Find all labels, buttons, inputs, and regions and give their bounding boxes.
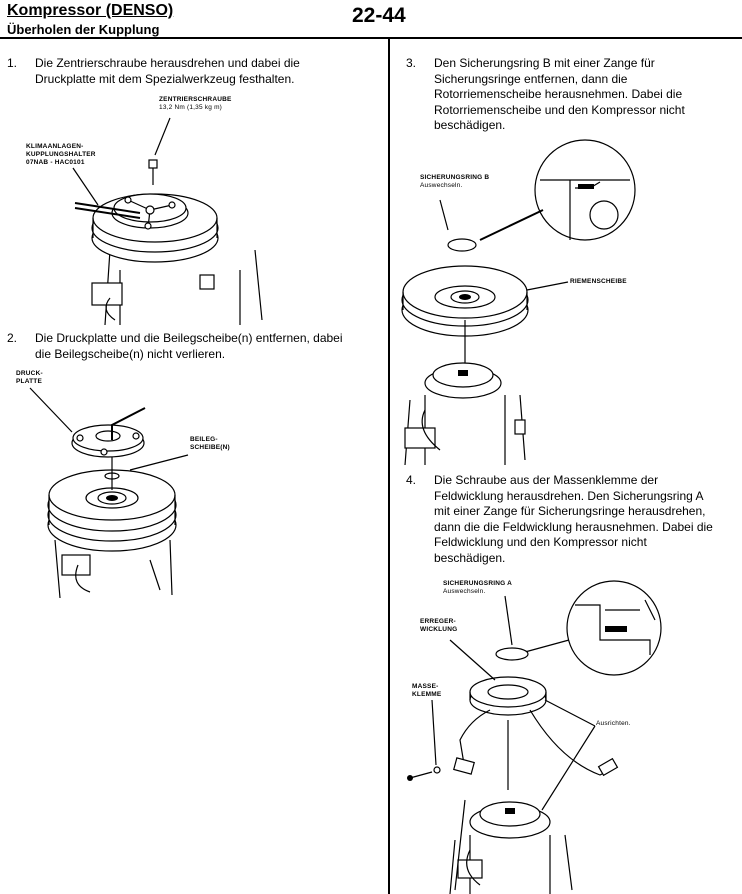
section-title: Kompressor (DENSO)	[7, 2, 174, 19]
step-number: 4.	[406, 473, 417, 487]
step-3: 3. Den Sicherungsring B mit einer Zange …	[406, 56, 736, 136]
column-divider	[388, 39, 390, 894]
label-zentrierschraube: ZENTRIERSCHRAUBE	[159, 96, 232, 103]
label-torque: 13,2 Nm (1,35 kg m)	[159, 104, 223, 111]
label-masseklemme: MASSE- KLEMME	[412, 683, 442, 698]
label-kupplungshalter: KLIMAANLAGEN- KUPPLUNGSHALTER 07NAB - HA…	[26, 143, 96, 166]
step-text: Die Druckplatte und die Beilegscheibe(n)…	[35, 331, 343, 361]
step-1: 1. Die Zentrierschraube herausdrehen und…	[7, 56, 382, 90]
page-number: 22-44	[352, 4, 406, 27]
section-subtitle: Überholen der Kupplung	[7, 22, 160, 37]
step-number: 3.	[406, 56, 417, 70]
label-sicherungsring-b: SICHERUNGSRING B	[420, 174, 490, 181]
page-header: Kompressor (DENSO) Überholen der Kupplun…	[0, 0, 742, 40]
label-auswechseln-a: Auswechseln.	[443, 588, 486, 595]
figure-4-field-coil	[407, 580, 662, 894]
step-number: 1.	[7, 56, 18, 70]
label-beilegscheibe: BEILEG- SCHEIBE(N)	[190, 436, 230, 451]
label-riemenscheibe: RIEMENSCHEIBE	[570, 278, 627, 285]
label-ausrichten: Ausrichten.	[596, 720, 631, 727]
label-druckplatte: DRUCK- PLATTE	[16, 370, 43, 385]
step-text: Die Schraube aus der Massenklemme der Fe…	[434, 473, 713, 565]
label-sicherungsring-a: SICHERUNGSRING A	[443, 580, 513, 587]
step-text: Den Sicherungsring B mit einer Zange für…	[434, 56, 685, 132]
step-number: 2.	[7, 331, 18, 345]
step-text: Die Zentrierschraube herausdrehen und da…	[35, 56, 300, 86]
step-4: 4. Die Schraube aus der Massenklemme der…	[406, 473, 736, 569]
figure-3-pulley	[401, 139, 636, 466]
step-2: 2. Die Druckplatte und die Beilegscheibe…	[7, 331, 382, 365]
figure-2-pressure-plate	[29, 387, 189, 599]
label-auswechseln-b: Auswechseln.	[420, 182, 463, 189]
label-erregerwicklung: ERREGER- WICKLUNG	[420, 618, 458, 633]
figure-1-clutch-holder	[72, 117, 263, 326]
header-rule	[0, 37, 742, 39]
